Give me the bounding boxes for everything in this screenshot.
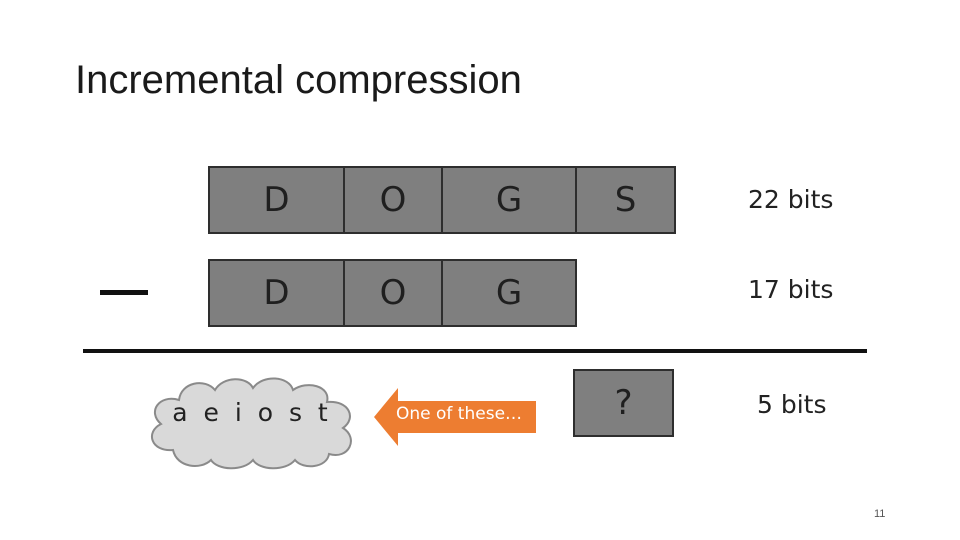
cell-letter: D xyxy=(208,259,345,327)
cell-letter: D xyxy=(208,166,345,234)
row-dog: D O G xyxy=(208,259,577,327)
subtraction-rule xyxy=(83,349,867,353)
cloud-shape xyxy=(150,377,352,470)
bits-label-result: 5 bits xyxy=(757,390,827,419)
arrow-label: One of these… xyxy=(396,404,523,424)
slide-title: Incremental compression xyxy=(75,58,522,102)
arrow-left-icon xyxy=(374,388,536,446)
result-cell: ? xyxy=(573,369,674,437)
bits-label-row2: 17 bits xyxy=(748,275,834,304)
cell-letter: G xyxy=(441,259,577,327)
row-dogs: D O G S xyxy=(208,166,676,234)
cloud-letters: a e i o s t xyxy=(172,398,332,427)
cell-letter: O xyxy=(343,259,443,327)
page-number: 11 xyxy=(874,508,886,520)
bits-label-row1: 22 bits xyxy=(748,185,834,214)
cell-letter: S xyxy=(575,166,676,234)
cell-letter: O xyxy=(343,166,443,234)
cell-letter: G xyxy=(441,166,577,234)
minus-sign xyxy=(100,290,148,295)
